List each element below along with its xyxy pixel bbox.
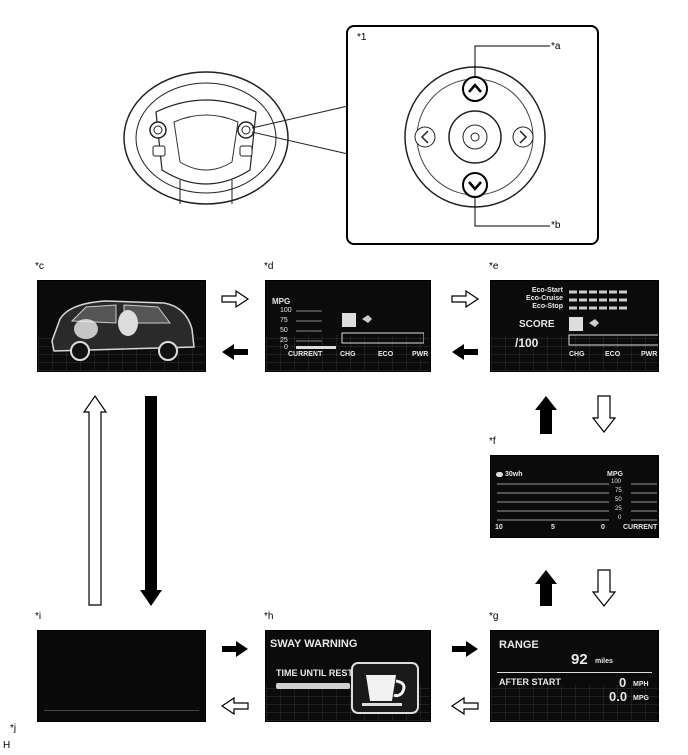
screen-f-scale-50: 50 (615, 497, 622, 503)
screen-g-after-start: AFTER START (499, 677, 561, 687)
screen-c-vehicle (37, 280, 206, 372)
screen-d-pwr: PWR (412, 351, 429, 358)
screen-d-scale-50: 50 (280, 327, 288, 334)
screen-e-eco-stop: Eco-Stop (532, 303, 563, 310)
screen-g-mpg-unit: MPG (633, 695, 649, 702)
screen-f-label: *f (489, 436, 496, 447)
down-switch-label: *b (551, 220, 561, 231)
screen-f-tick-5: 5 (551, 524, 555, 531)
screen-h-bar (276, 683, 350, 689)
steering-callout-label: *1 (357, 32, 367, 43)
switch-leader-lines (474, 45, 550, 227)
screen-j-label: *j (10, 723, 17, 734)
screen-d-scale-0: 0 (284, 344, 288, 351)
screen-e-eco: ECO (605, 351, 621, 358)
screen-g-range-value: 92 (571, 651, 588, 668)
screen-i-horizon-line (44, 710, 199, 711)
screen-i-blank (37, 630, 206, 722)
screen-d-current: CURRENT (288, 351, 323, 358)
chevron-up-icon (468, 83, 482, 93)
screen-d-scale-75: 75 (280, 317, 288, 324)
cloud-icon (496, 472, 503, 477)
chevron-down-icon (468, 181, 482, 191)
screen-d-scale-25: 25 (280, 337, 288, 344)
switch-callout-box (346, 25, 599, 245)
screen-e-label: *e (489, 261, 499, 272)
screen-e-pwr: PWR (641, 351, 658, 358)
screen-g-range-label: RANGE (499, 639, 539, 651)
coffee-cup-icon (351, 662, 419, 714)
screen-g-speed-value: 0 (619, 675, 627, 690)
steering-wheel-illustration (123, 71, 289, 205)
screen-f-scale-75: 75 (615, 488, 622, 494)
up-switch-label: *a (551, 41, 561, 52)
screen-g-range: RANGE 92 miles AFTER START 0 MPH 0.0 MPG (490, 630, 659, 722)
screen-g-mpg-value: 0.0 (609, 689, 628, 704)
screen-e-chg: CHG (569, 351, 585, 358)
screen-e-eco-start: Eco-Start (531, 287, 563, 294)
screen-e-eco-score: Eco-Start Eco-Cruise Eco-Stop SCORE /100… (490, 280, 659, 372)
screen-c-label: *c (35, 261, 44, 272)
screen-d-eco: ECO (378, 351, 394, 358)
screen-f-current: CURRENT (623, 524, 658, 531)
screen-d-bars (296, 310, 424, 349)
screen-f-history: 30wh MPG 100 75 50 25 0 10 5 0 CURRENT (490, 455, 659, 538)
screen-g-divider (497, 672, 652, 673)
screen-g-label: *g (489, 611, 499, 622)
screen-e-score-value: /100 (515, 336, 539, 350)
screen-d-label: *d (264, 261, 274, 272)
screen-e-score: SCORE (519, 319, 555, 330)
screen-h-subtitle: TIME UNTIL REST (276, 668, 353, 678)
screen-d-chg: CHG (340, 351, 356, 358)
screen-e-bars (568, 317, 658, 346)
screen-f-tick-10: 10 (495, 524, 503, 531)
screen-d-scale-100: 100 (280, 307, 292, 314)
screen-e-eco-cruise: Eco-Cruise (526, 295, 563, 302)
screen-f-grid (497, 483, 657, 521)
screen-h-title: SWAY WARNING (270, 638, 358, 650)
screen-h-label: *h (264, 611, 274, 622)
up-switch-button[interactable] (462, 76, 488, 102)
screen-d-consumption: MPG 100 75 50 25 0 CURRENT CHG ECO PWR (265, 280, 431, 372)
screen-f-scale-100: 100 (611, 479, 622, 485)
screen-f-scale-25: 25 (615, 506, 622, 512)
screen-i-label: *i (35, 611, 42, 622)
callout-lines (251, 105, 349, 155)
screen-f-energy: 30wh (505, 471, 523, 478)
screen-g-speed-unit: MPH (633, 681, 649, 688)
down-switch-button[interactable] (462, 172, 488, 198)
screen-f-scale-0: 0 (618, 515, 622, 521)
footer-label: H (3, 740, 11, 751)
screen-f-unit: MPG (607, 471, 623, 478)
screen-f-tick-0: 0 (601, 524, 605, 531)
screen-h-sway-warning: SWAY WARNING TIME UNTIL REST (265, 630, 431, 722)
screen-g-range-unit: miles (595, 658, 613, 665)
vehicle-icon (51, 300, 195, 361)
screen-d-unit: MPG (272, 297, 291, 306)
